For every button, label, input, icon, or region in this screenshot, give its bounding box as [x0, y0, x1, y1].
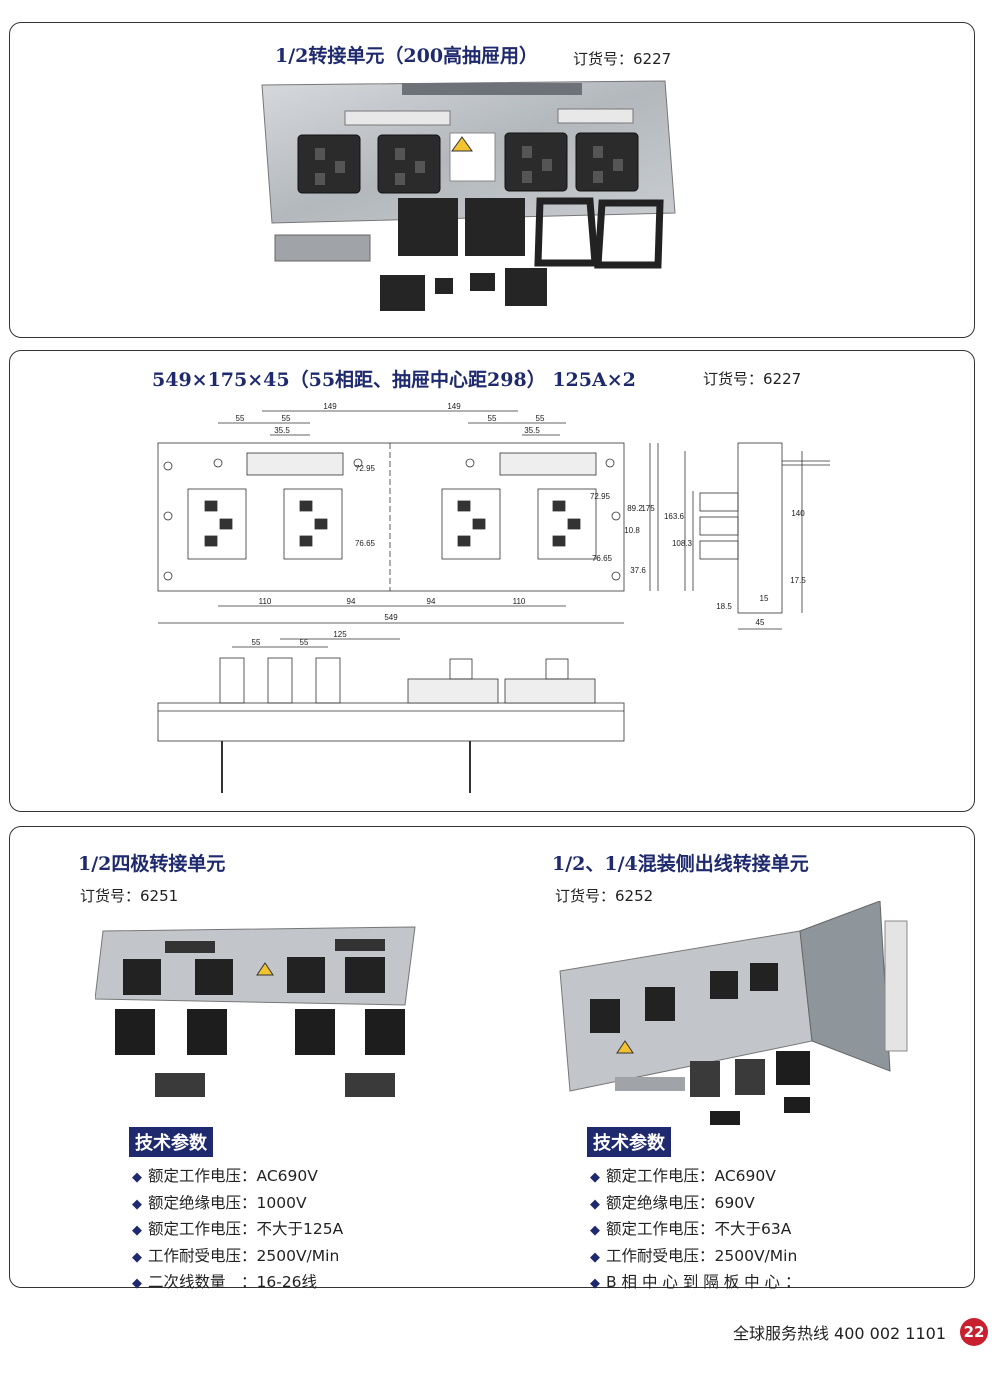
dim-label: 10.8 — [624, 526, 640, 535]
dim-label: 76.65 — [592, 554, 613, 563]
dim-label: 110 — [513, 597, 526, 606]
dim-label: 72.95 — [355, 464, 376, 473]
dim-label: 76.65 — [355, 539, 376, 548]
dim-label: 149 — [447, 402, 461, 411]
spec-list-6252: ◆额定工作电压：AC690V ◆额定绝缘电压：690V ◆额定工作电压：不大于6… — [590, 1164, 800, 1297]
diamond-bullet-icon: ◆ — [590, 1249, 600, 1265]
dim-label: 45 — [756, 618, 765, 627]
spec-item: ◆B 相 中 心 到 隔 板 中 心 ： — [590, 1273, 801, 1291]
dim-label: 125 — [333, 630, 347, 639]
dim-label: 163.6 — [664, 512, 685, 521]
dim-label: 55 — [236, 414, 245, 423]
drawing-panel-6227: 549×175×45（55相距、抽屉中心距298） 125A×2 订货号：622… — [9, 350, 975, 812]
dim-label: 94 — [427, 597, 436, 606]
dim-label: 94 — [347, 597, 356, 606]
page-number-badge: 22 — [960, 1318, 988, 1346]
dim-label: 35.5 — [524, 426, 540, 435]
spec-item: ◆额定工作电压：不大于125A — [132, 1220, 344, 1238]
product-title-6252: 1/2、1/4混装侧出线转接单元 — [552, 853, 809, 875]
spec-item: ◆额定绝缘电压：1000V — [132, 1193, 307, 1212]
dim-label: 55 — [282, 414, 291, 423]
diamond-bullet-icon: ◆ — [590, 1196, 600, 1212]
dim-label: 110 — [259, 597, 272, 606]
diamond-bullet-icon: ◆ — [132, 1223, 142, 1238]
spec-item: ◆额定绝缘电压：690V — [590, 1193, 755, 1212]
product-panel-6227: 1/2转接单元（200高抽屉用） 订货号：6227 — [9, 22, 975, 338]
dim-label: 55 — [536, 414, 545, 423]
dim-label: 72.95 — [590, 492, 611, 501]
dim-label: 37.6 — [630, 566, 646, 575]
order-number-6251: 订货号：6251 — [80, 887, 179, 905]
diamond-bullet-icon: ◆ — [132, 1276, 142, 1291]
order-number: 订货号：6227 — [573, 50, 672, 68]
dim-label: 108.3 — [672, 539, 693, 548]
diamond-bullet-icon: ◆ — [590, 1276, 600, 1291]
spec-item: ◆额定工作电压：不大于63A — [590, 1220, 792, 1238]
diamond-bullet-icon: ◆ — [132, 1170, 142, 1185]
dim-label: 89.2 — [627, 504, 643, 513]
spec-item: ◆额定工作电压：AC690V — [132, 1167, 318, 1185]
diamond-bullet-icon: ◆ — [590, 1223, 600, 1238]
product-photo — [261, 80, 676, 311]
spec-item: ◆额定工作电压：AC690V — [590, 1167, 776, 1185]
panel-title: 1/2转接单元（200高抽屉用） — [275, 45, 539, 67]
spec-heading-6251: 技术参数 — [129, 1127, 213, 1157]
order-number: 订货号：6227 — [703, 370, 802, 388]
spec-item: ◆工作耐受电压：2500V/Min — [590, 1246, 798, 1265]
spec-item: ◆二次线数量 ：16-26线 — [132, 1273, 318, 1291]
dim-label: 55 — [488, 414, 497, 423]
dim-label: 55 — [252, 638, 261, 647]
dim-label: 175 — [641, 504, 655, 513]
dim-label: 149 — [323, 402, 337, 411]
product-panel-6251-6252: 1/2四极转接单元 订货号：6251 技术参数 ◆额定工作电压：AC690V ◆… — [9, 826, 975, 1291]
dim-label: 140 — [791, 509, 805, 518]
spec-item: ◆工作耐受电压：2500V/Min — [132, 1246, 340, 1265]
service-hotline: 全球服务热线 400 002 1101 — [732, 1324, 946, 1343]
dim-label: 35.5 — [274, 426, 290, 435]
product-title-6251: 1/2四极转接单元 — [78, 853, 226, 875]
diamond-bullet-icon: ◆ — [132, 1196, 142, 1212]
technical-drawing: 149 149 55 55 55 55 35.5 35.5 72.95 72.9… — [157, 402, 830, 793]
diamond-bullet-icon: ◆ — [590, 1170, 600, 1185]
product-photo-6252 — [559, 901, 908, 1125]
dim-label: 15 — [760, 594, 769, 603]
dim-label: 55 — [300, 638, 309, 647]
order-number-6252: 订货号：6252 — [555, 887, 654, 905]
dim-label: 17.5 — [790, 576, 806, 585]
dim-label: 18.5 — [716, 602, 732, 611]
drawing-title: 549×175×45（55相距、抽屉中心距298） 125A×2 — [152, 369, 636, 391]
dim-label: 549 — [384, 613, 398, 622]
spec-list-6251: ◆额定工作电压：AC690V ◆额定绝缘电压：1000V ◆额定工作电压：不大于… — [132, 1164, 343, 1297]
spec-heading-6252: 技术参数 — [587, 1127, 671, 1157]
diamond-bullet-icon: ◆ — [132, 1249, 142, 1265]
product-photo-6251 — [95, 926, 416, 1097]
